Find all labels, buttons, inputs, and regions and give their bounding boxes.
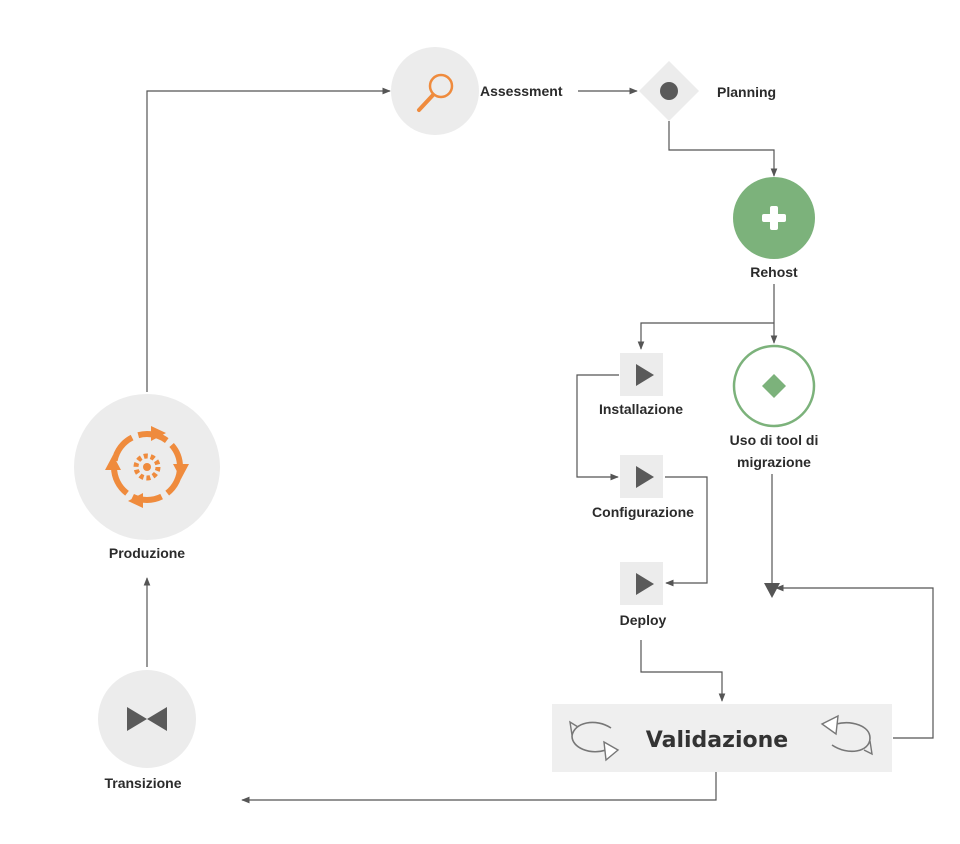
node-planning-label: Planning [717, 84, 776, 100]
node-deploy-label: Deploy [620, 612, 667, 628]
node-rehost-label: Rehost [750, 264, 798, 280]
diamond-icon [762, 374, 786, 398]
node-assessment[interactable]: Assessment [391, 47, 563, 135]
node-deploy[interactable]: Deploy [620, 562, 667, 628]
node-transizione-label: Transizione [104, 775, 181, 791]
play-icon [636, 573, 654, 595]
merge-arrowhead [764, 583, 780, 598]
connector-validazione-loop [775, 584, 934, 739]
cycle-arrows-icon [569, 720, 620, 762]
connector-planning-rehost [668, 121, 778, 177]
node-validazione[interactable]: Validazione [552, 704, 892, 772]
connector-validazione-transizione [241, 761, 717, 804]
node-configurazione[interactable]: Configurazione [592, 455, 694, 520]
dot-icon [660, 82, 678, 100]
node-configurazione-label: Configurazione [592, 504, 694, 520]
node-produzione[interactable]: Produzione [74, 394, 220, 561]
connectors [143, 87, 934, 804]
node-uso-tool-label-line1: Uso di tool di [730, 432, 819, 448]
connector-deploy-validazione [640, 640, 726, 702]
connector-rehost-installazione [637, 322, 774, 350]
connector-installazione-configurazione [576, 374, 619, 481]
connector-produzione-assessment [146, 87, 391, 392]
node-uso-tool-label-line2: migrazione [737, 454, 811, 470]
node-validazione-label: Validazione [646, 728, 788, 753]
bowtie-icon [127, 707, 167, 731]
node-installazione[interactable]: Installazione [599, 353, 683, 417]
node-transizione[interactable]: Transizione [98, 670, 196, 791]
connector-configurazione-deploy [665, 476, 708, 587]
node-assessment-label: Assessment [480, 83, 563, 99]
node-produzione-label: Produzione [109, 545, 185, 561]
node-uso-tool-migrazione[interactable]: Uso di tool di migrazione [730, 344, 819, 470]
play-icon [636, 466, 654, 488]
magnifier-icon [417, 73, 454, 112]
plus-icon [762, 206, 786, 230]
node-rehost[interactable]: Rehost [733, 177, 815, 280]
node-installazione-label: Installazione [599, 401, 683, 417]
cycle-arrows-icon [820, 714, 873, 756]
gear-cycle-icon [105, 426, 189, 508]
node-planning[interactable]: Planning [639, 61, 776, 121]
play-icon [636, 364, 654, 386]
